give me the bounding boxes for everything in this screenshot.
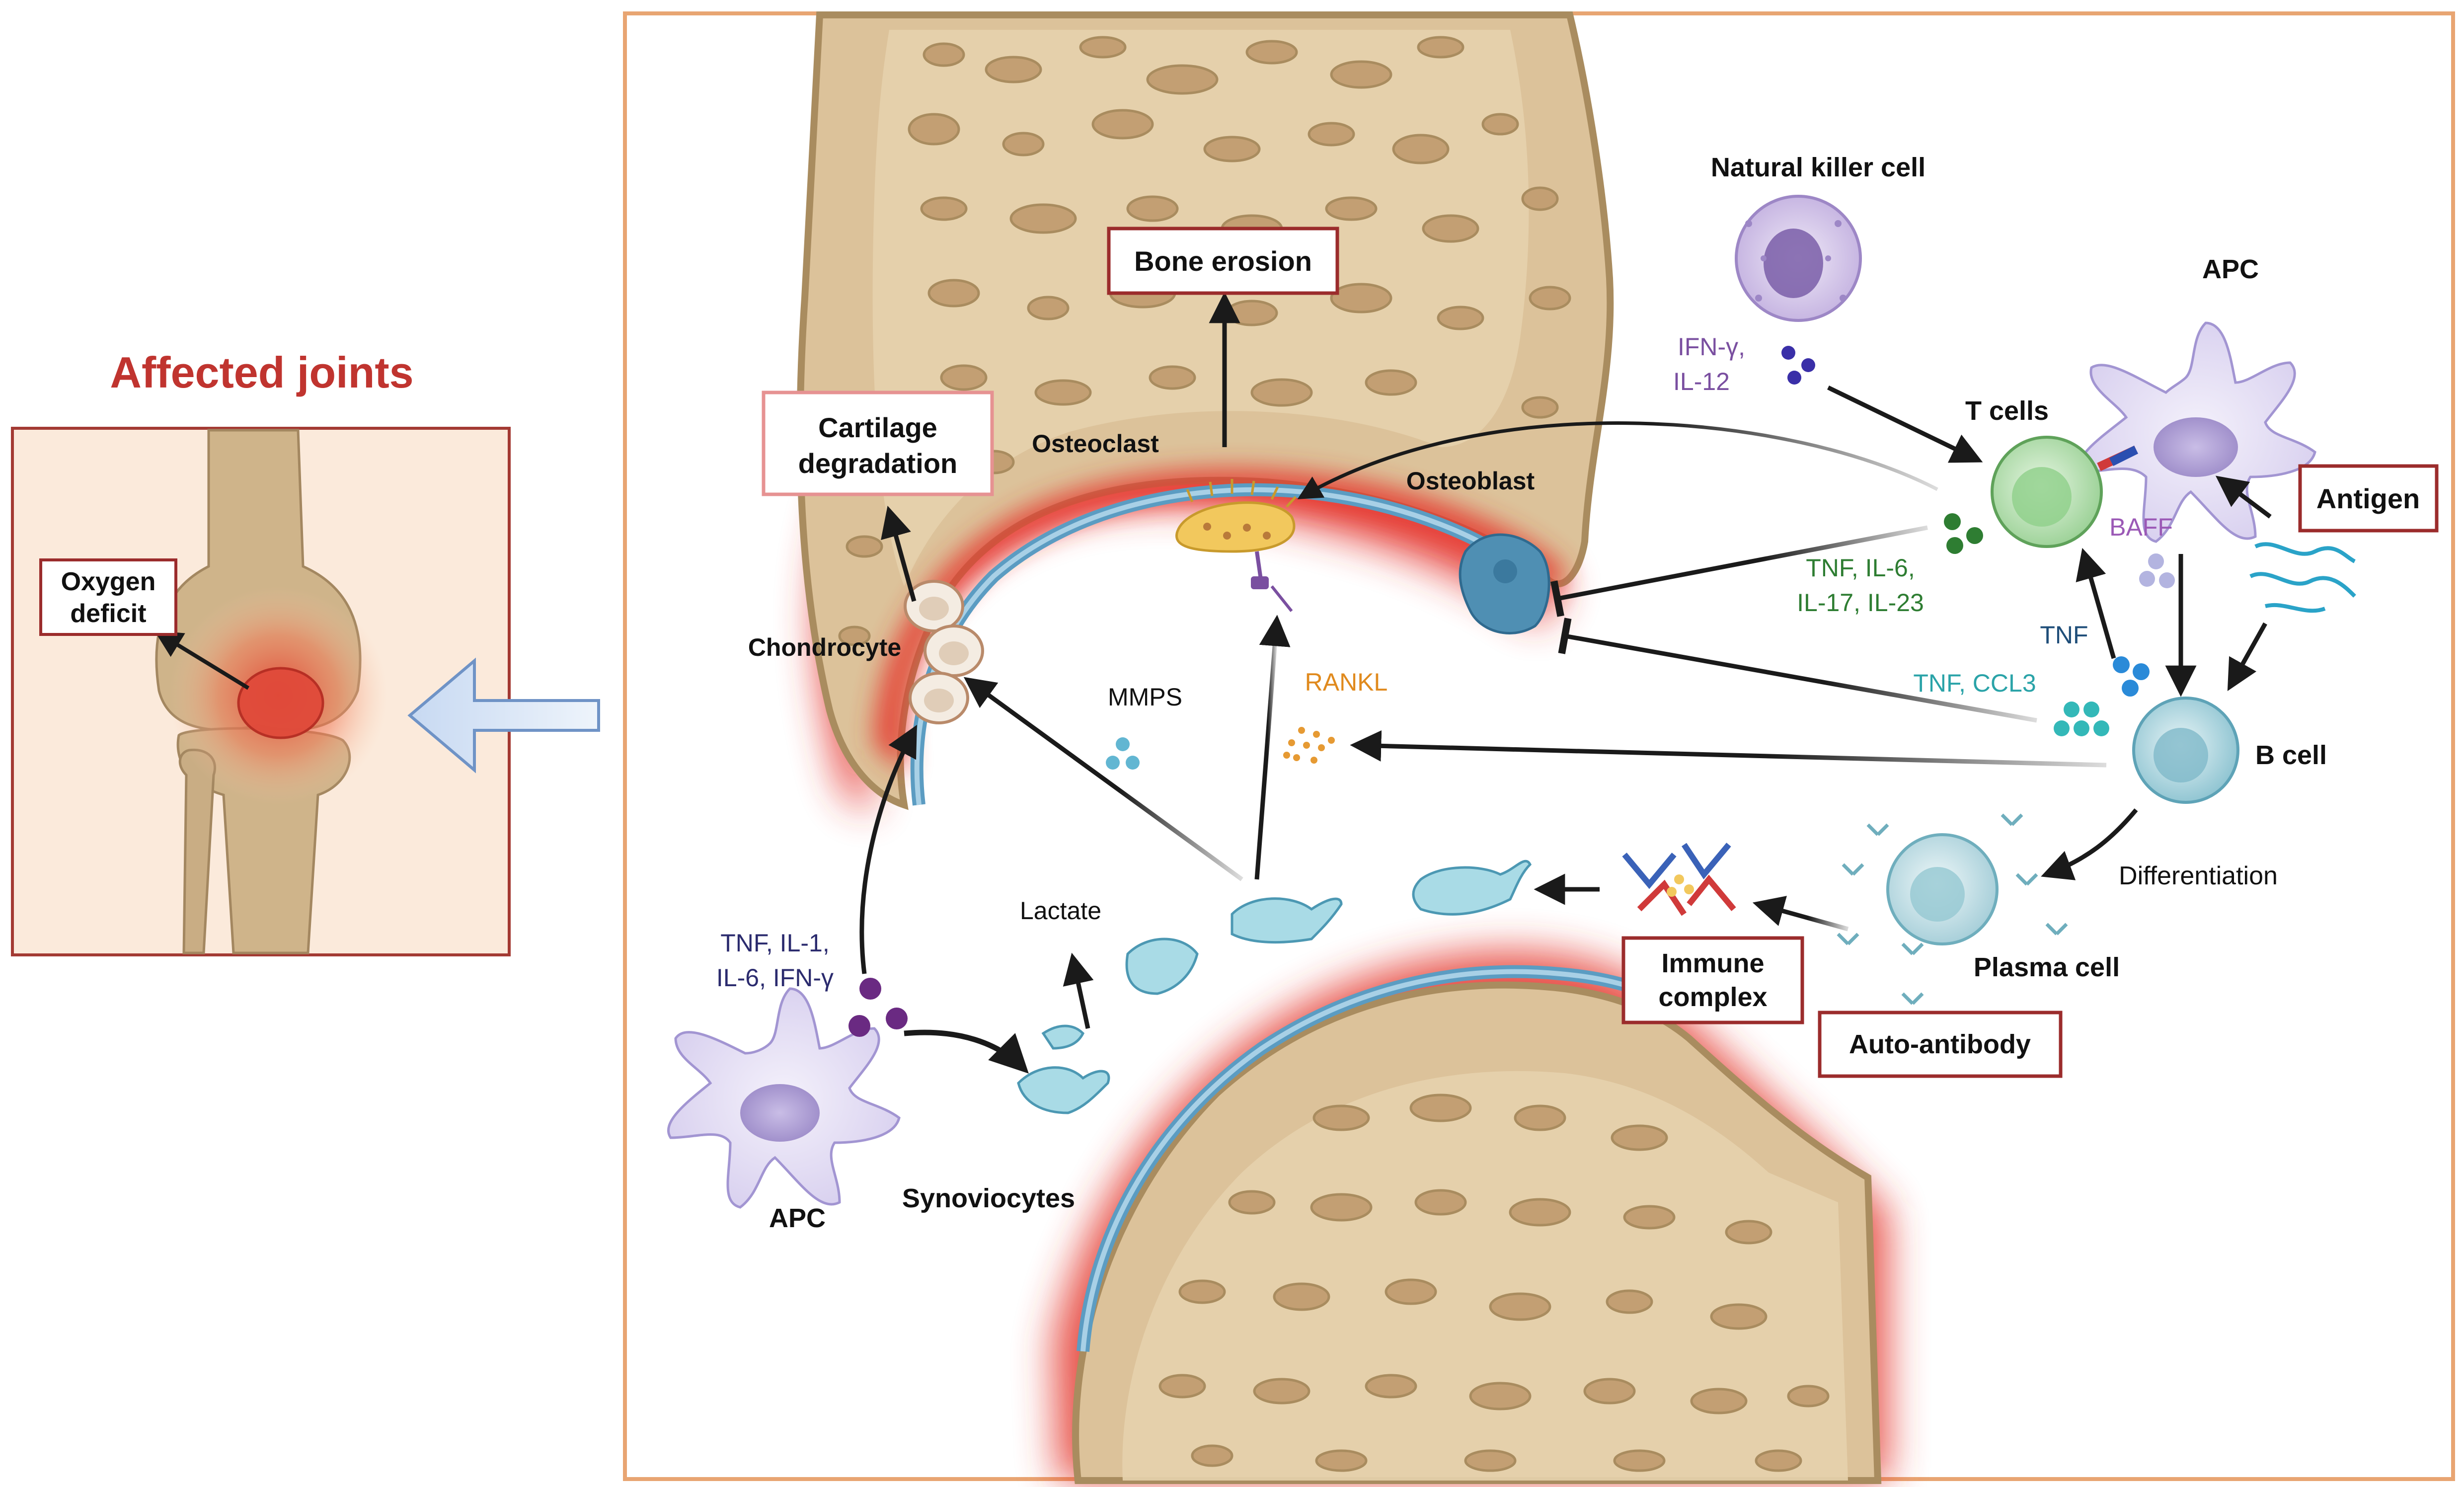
knee-panel: Oxygen deficit xyxy=(11,427,511,956)
apc-cytokine-label-2: IL-6, IFN-γ xyxy=(716,964,834,992)
tnf-dots xyxy=(2113,656,2150,697)
baff-dots xyxy=(2139,553,2175,588)
apc-top-cell xyxy=(2078,321,2316,543)
osteoclast-label: Osteoclast xyxy=(1032,430,1159,458)
t-cells-label: T cells xyxy=(1965,396,2049,426)
tcell-cytokine-label-2: IL-17, IL-23 xyxy=(1797,589,1924,617)
tcell-cytokine-label-1: TNF, IL-6, xyxy=(1806,554,1915,582)
lactate-label: Lactate xyxy=(1020,897,1101,925)
tnf-ccl3-label: TNF, CCL3 xyxy=(1913,669,2036,697)
osteoclast-cell xyxy=(1175,479,1297,612)
apc-bottom-cell xyxy=(667,987,901,1209)
cartilage-label-1: Cartilage xyxy=(818,412,937,443)
lower-bone xyxy=(1053,951,1888,1484)
bone-erosion-box: Bone erosion xyxy=(1107,227,1339,295)
baff-label: BAFF xyxy=(2109,513,2173,541)
nk-cytokines xyxy=(1781,346,1815,385)
differentiation-label: Differentiation xyxy=(2119,861,2278,890)
plasma-cell xyxy=(1837,813,2068,1005)
chondrocyte-label: Chondrocyte xyxy=(748,633,901,661)
immune-complex-label-2: complex xyxy=(1658,982,1767,1012)
oxygen-deficit-label-2: deficit xyxy=(70,599,146,628)
immune-complex-label-1: Immune xyxy=(1661,948,1764,978)
cartilage-label-2: degradation xyxy=(798,448,957,479)
upper-bone xyxy=(796,11,1614,815)
arrows xyxy=(859,292,2272,1074)
b-cell xyxy=(2132,697,2239,804)
zoom-arrow xyxy=(407,657,600,774)
antigen-squiggle xyxy=(2249,542,2356,613)
rankl-label: RANKL xyxy=(1305,668,1388,696)
t-cell xyxy=(1991,436,2139,548)
oxygen-deficit-label-1: Oxygen xyxy=(61,567,156,596)
synoviocyte-cells xyxy=(1017,860,1532,1114)
plasma-cell-label: Plasma cell xyxy=(1974,952,2120,982)
b-cell-label: B cell xyxy=(2255,740,2327,770)
immune-complex-box: Immune complex xyxy=(1621,936,1804,1024)
auto-antibody-label: Auto-antibody xyxy=(1849,1029,2031,1059)
chondrocyte-cells xyxy=(904,580,984,724)
apc-cytokine-label-1: TNF, IL-1, xyxy=(720,929,829,957)
natural-killer-label: Natural killer cell xyxy=(1711,153,1925,182)
tnf-label: TNF xyxy=(2040,621,2088,649)
apc-bottom-label: APC xyxy=(769,1203,826,1233)
synoviocytes-label: Synoviocytes xyxy=(902,1183,1075,1213)
affected-joints-title: Affected joints xyxy=(110,348,413,397)
osteoblast-cell xyxy=(1459,533,1550,634)
mmps-dots xyxy=(1106,737,1140,770)
t-cell-cytokines xyxy=(1944,513,1983,554)
antigen-box: Antigen xyxy=(2298,464,2439,533)
nk-cytokine-label-1: IFN-γ, xyxy=(1678,333,1745,361)
apc-cytokines xyxy=(848,978,908,1037)
bone-erosion-label: Bone erosion xyxy=(1134,245,1312,277)
antigen-label: Antigen xyxy=(2316,483,2420,514)
osteoblast-label: Osteoblast xyxy=(1406,467,1535,495)
nk-cytokine-label-2: IL-12 xyxy=(1673,368,1730,395)
cartilage-degradation-box: Cartilage degradation xyxy=(762,391,994,496)
mmps-label: MMPS xyxy=(1108,683,1182,711)
natural-killer-cell xyxy=(1735,195,1862,322)
apc-top-label: APC xyxy=(2202,254,2259,284)
rankl-dots xyxy=(1283,727,1335,764)
immune-complex xyxy=(1622,843,1736,916)
auto-antibody-box: Auto-antibody xyxy=(1818,1011,2063,1078)
tnf-ccl3-dots xyxy=(2054,702,2109,736)
